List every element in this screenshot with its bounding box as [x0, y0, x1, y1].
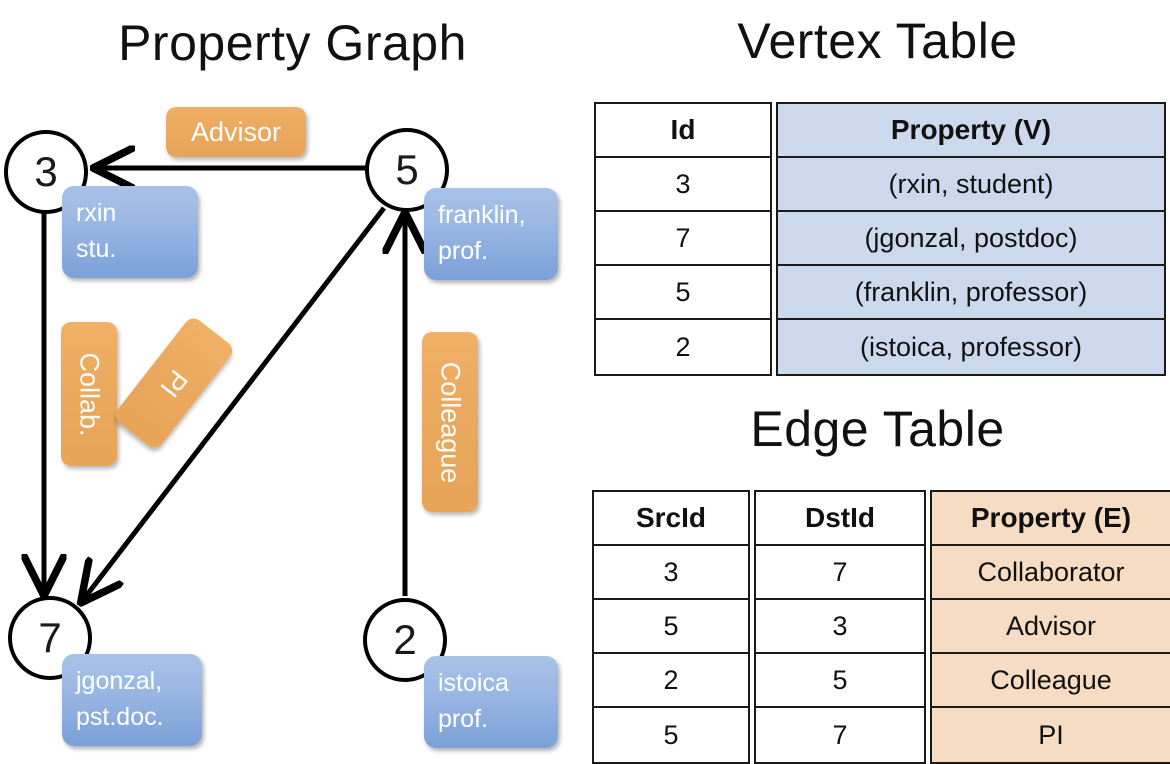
- edge-table-column-dstid: DstId 7 3 5 7: [754, 490, 926, 764]
- edge-table-cell-srcid: 2: [594, 654, 748, 708]
- page-title-property-graph: Property Graph: [118, 15, 467, 71]
- edge-table-cell-srcid: 3: [594, 546, 748, 600]
- property-graph-diagram: 3 5 7 2 rxin stu. franklin, prof. jgonza…: [0, 0, 585, 760]
- edge-table-cell-dstid: 5: [756, 654, 924, 708]
- edge-table-cell-property: Collaborator: [932, 546, 1170, 600]
- edge-label-box-colleague: Colleague: [422, 332, 478, 512]
- edge-table-column-srcid: SrcId 3 5 2 5: [592, 490, 750, 764]
- edge-label-colleague-text: Colleague: [435, 361, 466, 483]
- vertex-table-column-id: Id 3 7 5 2: [594, 102, 772, 376]
- vertex-table-cell-id: 3: [596, 158, 770, 212]
- vertex-table-cell-id: 7: [596, 212, 770, 266]
- page-title-edge-table: Edge Table: [750, 401, 1005, 457]
- edge-table-header-srcid: SrcId: [594, 492, 748, 546]
- node-property-box-franklin: franklin, prof.: [424, 188, 558, 280]
- node-property-jgonzal-line2: pst.doc.: [76, 702, 164, 731]
- node-property-box-istoica: istoica prof.: [424, 656, 558, 748]
- vertex-table-cell-property: (rxin, student): [778, 158, 1164, 212]
- vertex-table-cell-property: (istoica, professor): [778, 320, 1164, 374]
- node-property-istoica-line2: prof.: [438, 704, 489, 733]
- vertex-table-cell-property: (franklin, professor): [778, 266, 1164, 320]
- edge-table-cell-dstid: 7: [756, 708, 924, 762]
- edge-label-box-collab: Collab.: [61, 322, 117, 466]
- vertex-table: Id 3 7 5 2 Property (V) (rxin, student) …: [594, 102, 1166, 376]
- node-property-rxin-line1: rxin: [76, 199, 117, 227]
- node-property-box-rxin: rxin stu.: [62, 186, 198, 278]
- vertex-table-cell-id: 5: [596, 266, 770, 320]
- node-property-franklin-line1: franklin,: [438, 201, 526, 229]
- vertex-table-cell-id: 2: [596, 320, 770, 374]
- edge-label-pi-text: PI: [154, 364, 195, 403]
- vertex-table-header-id: Id: [596, 104, 770, 158]
- vertex-table-column-property: Property (V) (rxin, student) (jgonzal, p…: [776, 102, 1166, 376]
- edge-table-cell-srcid: 5: [594, 600, 748, 654]
- graph-node-5-label: 5: [395, 146, 419, 193]
- edge-table-cell-property: Advisor: [932, 600, 1170, 654]
- vertex-table-header-property: Property (V): [778, 104, 1164, 158]
- graph-node-2[interactable]: 2: [363, 598, 447, 682]
- edge-label-box-advisor: Advisor: [166, 107, 306, 157]
- edge-label-advisor-text: Advisor: [190, 116, 282, 147]
- edge-table-cell-dstid: 3: [756, 600, 924, 654]
- edge-arrow-pi: [83, 206, 386, 600]
- edge-table: SrcId 3 5 2 5 DstId 7 3 5 7 Property (E)…: [592, 490, 1170, 764]
- edge-table-cell-dstid: 7: [756, 546, 924, 600]
- edge-label-collab-text: Collab.: [74, 351, 105, 437]
- node-property-rxin-line2: stu.: [76, 234, 117, 263]
- graph-node-2-label: 2: [393, 616, 417, 663]
- page-title-vertex-table: Vertex Table: [737, 13, 1018, 69]
- node-property-istoica-line1: istoica: [438, 669, 509, 697]
- graph-edge-arrows: [0, 0, 585, 760]
- edge-table-cell-property: Colleague: [932, 654, 1170, 708]
- node-property-jgonzal-line1: jgonzal,: [76, 667, 163, 695]
- edge-table-header-dstid: DstId: [756, 492, 924, 546]
- graph-node-7-label: 7: [38, 614, 62, 661]
- graph-node-5[interactable]: 5: [365, 128, 449, 212]
- edge-table-header-property: Property (E): [932, 492, 1170, 546]
- edge-table-cell-property: PI: [932, 708, 1170, 762]
- graph-node-3-label: 3: [34, 148, 58, 195]
- edge-table-cell-srcid: 5: [594, 708, 748, 762]
- edge-table-column-property: Property (E) Collaborator Advisor Collea…: [930, 490, 1170, 764]
- vertex-table-cell-property: (jgonzal, postdoc): [778, 212, 1164, 266]
- node-property-box-jgonzal: jgonzal, pst.doc.: [62, 654, 202, 746]
- node-property-franklin-line2: prof.: [438, 236, 489, 265]
